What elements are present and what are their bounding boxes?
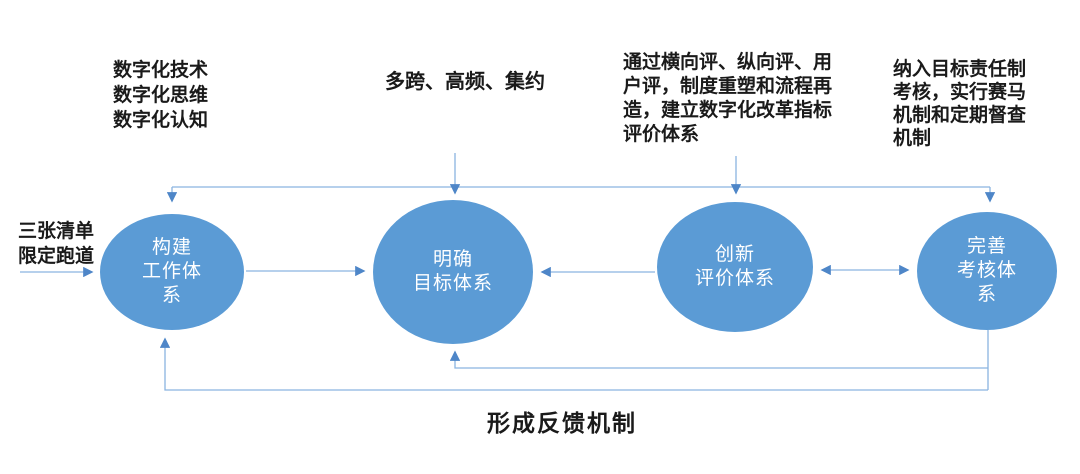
node-innovate-evaluation-system: 创新 评价体系	[657, 202, 813, 332]
node-build-work-system: 构建 工作体 系	[100, 214, 244, 330]
node-label-line: 构建	[151, 237, 192, 258]
note-line: 数字化认知	[113, 110, 209, 131]
node-label-line: 考核体	[956, 260, 1017, 281]
note-assessment-mechanism: 纳入目标责任制 考核，实行赛马 机制和定期督查 机制	[893, 58, 1026, 150]
note-line: 户评，制度重塑和流程再	[623, 76, 833, 97]
note-digital-mindset: 数字化技术 数字化思维 数字化认知	[113, 58, 208, 133]
note-three-lists: 三张清单 限定跑道	[18, 219, 94, 269]
note-line: 考核，实行赛马	[893, 82, 1027, 103]
note-line: 机制和定期督查	[893, 105, 1027, 126]
node-label-line: 系	[976, 284, 997, 305]
note-line: 三张清单	[18, 221, 95, 242]
note-line: 机制	[893, 128, 932, 149]
note-line: 造，建立数字化改革指标	[623, 100, 833, 121]
note-line: 限定跑道	[18, 246, 95, 267]
node-improve-assessment-system: 完善 考核体 系	[917, 212, 1057, 330]
node-label-line: 工作体	[141, 261, 202, 282]
note-evaluation-method: 通过横向评、纵向评、用 户评，制度重塑和流程再 造，建立数字化改革指标 评价体系	[623, 51, 832, 147]
node-label-line: 明确	[432, 249, 473, 270]
node-label-line: 系	[161, 285, 182, 306]
node-clarify-goal-system: 明确 目标体系	[373, 200, 533, 344]
caption-feedback-mechanism: 形成反馈机制	[487, 410, 637, 436]
note-line: 纳入目标责任制	[893, 59, 1027, 80]
node-label-line: 评价体系	[694, 268, 775, 289]
note-line: 多跨、高频、集约	[385, 71, 545, 93]
feedback-into-node2	[449, 350, 988, 369]
note-line: 评价体系	[623, 124, 700, 145]
note-line: 数字化技术	[113, 60, 209, 81]
note-line: 数字化思维	[113, 85, 209, 106]
note-cross-highfreq-intensive: 多跨、高频、集约	[385, 70, 545, 95]
node-label-line: 目标体系	[412, 273, 493, 294]
note-line: 通过横向评、纵向评、用	[623, 52, 833, 73]
node-label-line: 完善	[966, 236, 1007, 257]
feedback-into-node1	[159, 337, 988, 391]
node-label-line: 创新	[714, 244, 755, 265]
